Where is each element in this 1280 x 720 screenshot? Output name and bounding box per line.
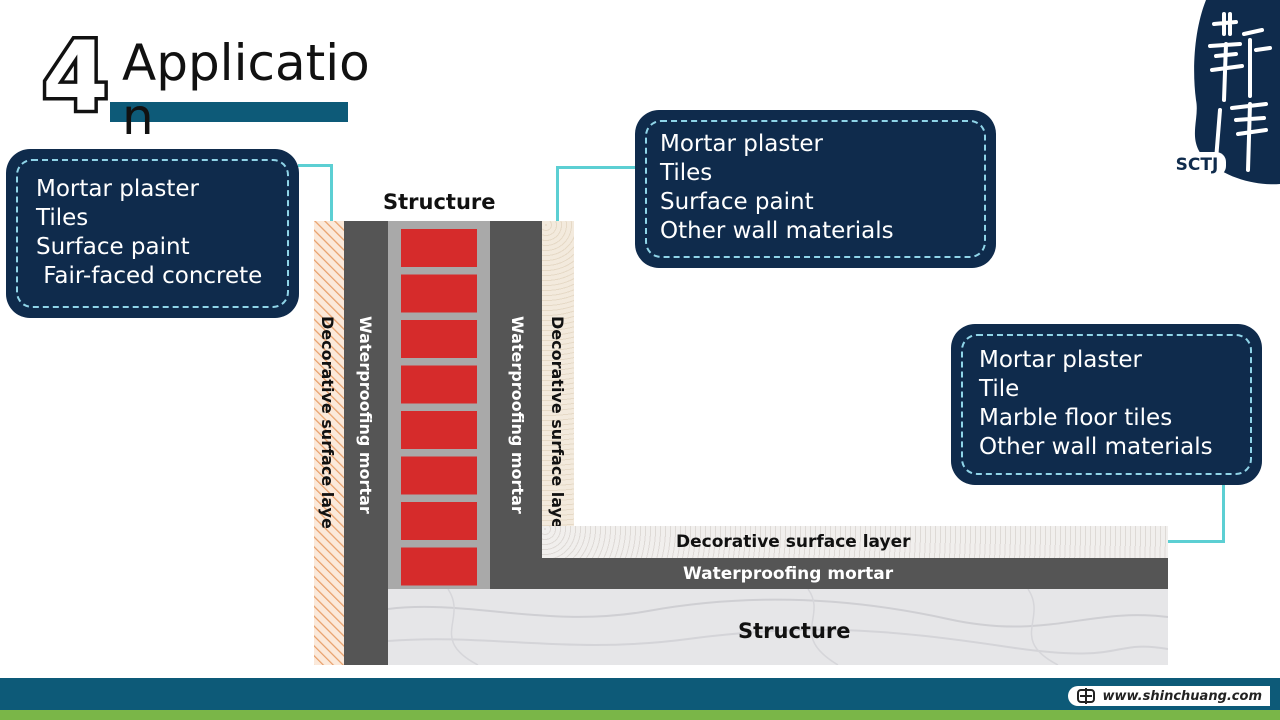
brick-wall-bricks <box>401 229 477 586</box>
shinchuang-logo-icon <box>1077 688 1096 704</box>
footer-bar <box>0 678 1280 710</box>
section-number: 4 <box>42 30 109 122</box>
decorative-strip-right <box>542 221 574 526</box>
callout-wall-right-list: Mortar plaster Tiles Surface paint Other… <box>660 130 894 246</box>
connector-floor-h <box>1168 540 1225 543</box>
brick <box>401 229 477 267</box>
brick <box>401 320 477 358</box>
logo-text: SCTJ <box>1176 155 1219 175</box>
title-underline-bar <box>110 102 348 122</box>
connector-left-v <box>330 164 333 221</box>
callout-item: Tiles <box>660 160 713 186</box>
footer-accent-strip <box>0 710 1280 720</box>
callout-wall-left-list: Mortar plaster Tiles Surface paint Fair-… <box>36 175 262 291</box>
decorative-label-right: Decorative surface laye <box>548 316 567 529</box>
footer-website[interactable]: www.shinchuang.com <box>1068 686 1270 706</box>
connector-left-h <box>298 164 332 167</box>
callout-item: Tiles <box>36 205 89 231</box>
callout-item: Mortar plaster <box>979 347 1142 373</box>
callout-item: Mortar plaster <box>36 176 199 202</box>
connector-right-v <box>556 166 559 221</box>
callout-floor-list: Mortar plaster Tile Marble floor tiles O… <box>979 346 1213 462</box>
connector-right-h <box>556 166 636 169</box>
decorative-floor-layer <box>542 526 1168 558</box>
callout-wall-right: Mortar plaster Tiles Surface paint Other… <box>635 110 996 268</box>
callout-item: Marble floor tiles <box>979 405 1173 431</box>
waterproofing-wall-right <box>490 221 542 589</box>
callout-item: Other wall materials <box>660 218 894 244</box>
structure-top-label: Structure <box>383 190 496 214</box>
callout-wall-left: Mortar plaster Tiles Surface paint Fair-… <box>6 149 299 318</box>
callout-item: Mortar plaster <box>660 131 823 157</box>
brick <box>401 456 477 495</box>
connector-floor-v <box>1222 484 1225 542</box>
floor-structure-label: Structure <box>738 619 851 643</box>
decorative-floor-label: Decorative surface layer <box>676 532 911 552</box>
callout-item: Tile <box>979 376 1020 402</box>
callout-floor: Mortar plaster Tile Marble floor tiles O… <box>951 324 1262 485</box>
callout-item: Surface paint <box>36 234 190 260</box>
brick <box>401 274 477 313</box>
callout-item: Other wall materials <box>979 434 1213 460</box>
waterproofing-label-left: Waterproofing mortar <box>356 316 375 514</box>
waterproofing-floor-layer <box>542 558 1168 589</box>
floor-structure-slab <box>388 589 1168 665</box>
brick <box>401 502 477 540</box>
waterproofing-label-right: Waterproofing mortar <box>508 316 527 514</box>
brick <box>401 547 477 586</box>
page-title: Application <box>122 34 370 146</box>
waterproofing-wall-left <box>344 221 388 665</box>
decorative-strip-left <box>314 221 344 665</box>
waterproofing-floor-label: Waterproofing mortar <box>683 564 894 584</box>
brick <box>401 411 477 449</box>
section-number-badge: 4 <box>39 30 113 122</box>
callout-item: Surface paint <box>660 189 814 215</box>
sctj-calligraphy-logo-icon: SCTJ <box>1168 0 1280 185</box>
footer-url-text[interactable]: www.shinchuang.com <box>1102 688 1262 704</box>
decorative-label-left: Decorative surface laye <box>318 316 337 529</box>
brick <box>401 365 477 404</box>
callout-item: Fair-faced concrete <box>36 263 263 289</box>
